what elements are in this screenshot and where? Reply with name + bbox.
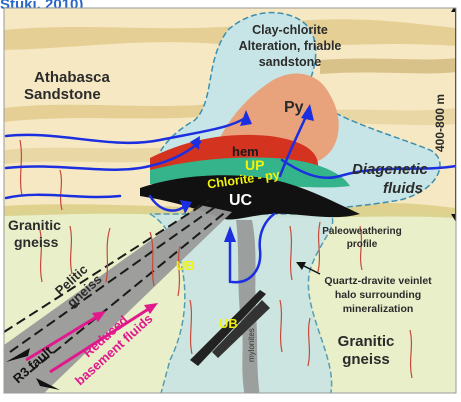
paleo-label-line1: Paleoweathering [322,226,401,237]
diagenetic-label-line2: fluids [383,180,423,197]
veinlet-label-line3: mineralization [343,303,414,315]
clay-label-line2: Alteration, friable [239,39,342,53]
granitic-top-label-line2: gneiss [14,234,59,250]
ub-upper-label: UB [176,258,195,273]
clay-label-line1: Clay-chlorite [252,23,328,37]
py-label: Py [284,99,304,116]
paleo-label-line2: profile [347,239,378,250]
athabasca-label-line2: Sandstone [24,86,101,103]
depth-label: 400-800 m [433,94,447,152]
athabasca-label-line1: Athabasca [34,69,111,86]
ub-lower-label: UB [219,316,238,331]
diagenetic-label-line1: Diagenetic [352,161,429,178]
uc-label: UC [229,192,253,209]
veinlet-label-line2: halo surrounding [335,289,421,301]
sandstone-band [320,58,456,74]
granitic-bottom-label-line2: gneiss [342,351,390,368]
veinlet-label-line1: Quartz-dravite veinlet [324,275,432,287]
granitic-top-label-line1: Granitic [8,217,61,233]
mylonites-label: mylonites [247,328,256,362]
granitic-bottom-label-line1: Granitic [338,333,395,350]
clay-label-line3: sandstone [259,55,322,69]
